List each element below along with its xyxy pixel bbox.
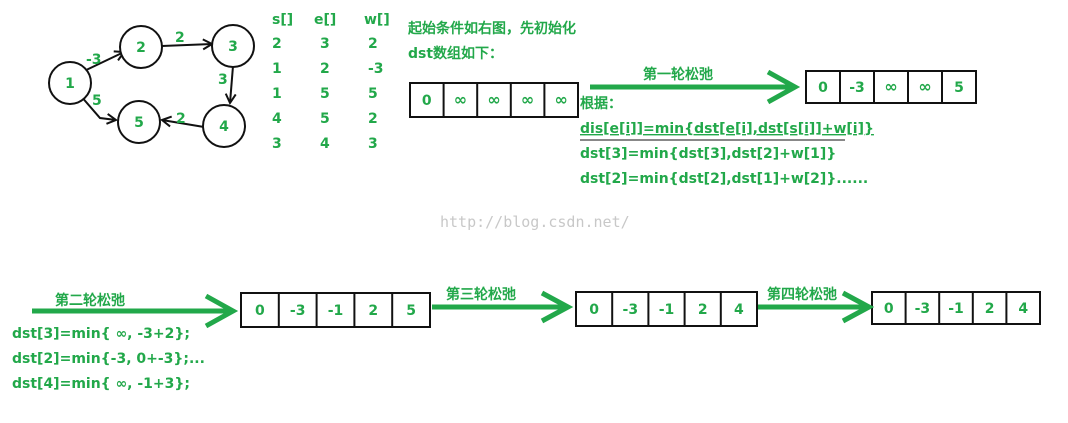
edge-table-cell: 2 — [272, 36, 282, 52]
round4-arrow — [758, 290, 875, 324]
edge-weight-4-5: 2 — [176, 111, 186, 127]
graph: -3 2 3 2 5 1 2 3 4 5 — [48, 24, 255, 148]
intro-line-2: dst数组如下： — [408, 45, 503, 62]
array-cell-value: ∞ — [454, 90, 467, 109]
array-cell-value: ∞ — [884, 77, 897, 96]
array-cell-value: 5 — [954, 80, 964, 96]
edge-table-cell: 5 — [320, 86, 330, 102]
edge-1-2 — [81, 52, 124, 73]
edge-table-cell: 4 — [320, 136, 330, 152]
round3-arrow — [432, 290, 574, 324]
round3-dst-array: 0 -3 -1 2 4 — [575, 291, 758, 327]
array-cell-value: 2 — [698, 302, 708, 318]
edge-table-cell: 1 — [272, 86, 282, 102]
array-cell-value: ∞ — [918, 77, 931, 96]
edge-table-cell: 2 — [320, 61, 330, 77]
array-cell-value: 4 — [1018, 301, 1028, 317]
node-label: 4 — [219, 119, 229, 135]
round2-note-3: dst[4]=min{ ∞, -1+3}; — [12, 376, 190, 392]
round2-arrow — [32, 293, 239, 329]
edge-weight-3-4: 3 — [218, 72, 228, 88]
edge-table-cell: 4 — [272, 111, 282, 127]
round1-arrow — [590, 69, 801, 105]
edge-table: s[] e[] w[] 2 3 2 1 2 -3 1 5 5 4 5 2 3 4… — [272, 12, 390, 152]
array-cell-value: -3 — [849, 80, 865, 96]
array-cell-value: -3 — [623, 302, 639, 318]
round2-note-1: dst[3]=min{ ∞, -3+2}; — [12, 326, 190, 342]
edge-table-cell: -3 — [368, 61, 384, 77]
node-label: 1 — [65, 76, 75, 92]
array-cell-value: -3 — [290, 303, 306, 319]
edge-table-cell: 2 — [368, 36, 378, 52]
node-label: 5 — [134, 115, 144, 131]
basis-formula-2: dst[3]=min{dst[3],dst[2]+w[1]} — [580, 146, 836, 162]
array-cell-value: 0 — [422, 93, 432, 109]
graph-node-1: 1 — [48, 61, 92, 105]
basis-label: 根据： — [580, 95, 622, 112]
edge-weight-1-5: 5 — [92, 93, 102, 109]
graph-node-5: 5 — [117, 100, 161, 144]
array-cell-value: -1 — [948, 301, 964, 317]
basis-formula-main: dis[e[i]]=min{dst[e[i],dst[s[i]]+w[i]} — [580, 121, 874, 137]
round2-label: 第二轮松弛 — [55, 292, 125, 309]
array-frame — [805, 70, 977, 104]
basis-formula-3: dst[2]=min{dst[2],dst[1]+w[2]}...... — [580, 171, 868, 187]
edge-weight-1-2: -3 — [86, 52, 102, 68]
edge-table-header-w: w[] — [364, 12, 390, 28]
round4-dst-array: 0 -3 -1 2 4 — [871, 291, 1041, 325]
watermark: http://blog.csdn.net/ — [440, 213, 630, 231]
round2-dst-array: 0 -3 -1 2 5 — [240, 292, 431, 328]
edge-table-header-s: s[] — [272, 12, 293, 28]
array-cell-value: ∞ — [555, 90, 568, 109]
array-cell-value: 2 — [368, 303, 378, 319]
round4-label: 第四轮松弛 — [767, 286, 837, 303]
edge-table-cell: 1 — [272, 61, 282, 77]
edge-table-cell: 3 — [320, 36, 330, 52]
array-cell-value: ∞ — [521, 90, 534, 109]
array-cell-value: -3 — [915, 301, 931, 317]
array-cell-value: -1 — [328, 303, 344, 319]
array-cell-value: 4 — [734, 302, 744, 318]
array-cell-value: 5 — [406, 303, 416, 319]
array-frame — [575, 291, 758, 327]
graph-node-4: 4 — [202, 104, 246, 148]
array-cell-value: 0 — [818, 80, 828, 96]
edge-table-cell: 5 — [368, 86, 378, 102]
graph-node-3: 3 — [211, 24, 255, 68]
node-label: 3 — [228, 39, 238, 55]
edge-table-cell: 2 — [368, 111, 378, 127]
edge-2-3 — [161, 44, 212, 46]
round1-dst-array: 0 -3 ∞ ∞ 5 — [805, 70, 977, 104]
initial-dst-array: 0 ∞ ∞ ∞ ∞ — [409, 82, 579, 118]
array-cell-value: ∞ — [487, 90, 500, 109]
array-frame — [240, 292, 431, 328]
edge-3-4 — [230, 65, 233, 103]
round1-label: 第一轮松弛 — [643, 66, 713, 83]
edge-4-5 — [162, 120, 205, 128]
array-frame — [409, 82, 579, 118]
node-label: 2 — [136, 40, 146, 56]
array-frame — [871, 291, 1041, 325]
intro-line-1: 起始条件如右图，先初始化 — [407, 20, 576, 37]
edge-table-cell: 5 — [320, 111, 330, 127]
edge-table-header-e: e[] — [314, 12, 336, 28]
array-cell-value: 2 — [985, 301, 995, 317]
array-cell-value: -1 — [659, 302, 675, 318]
array-cell-value: 0 — [255, 303, 265, 319]
edge-weight-2-3: 2 — [175, 30, 185, 46]
edge-table-cell: 3 — [368, 136, 378, 152]
array-cell-value: 0 — [589, 302, 599, 318]
round3-label: 第三轮松弛 — [446, 286, 516, 303]
graph-node-2: 2 — [119, 25, 163, 69]
round2-note-2: dst[2]=min{-3, 0+-3};... — [12, 351, 205, 367]
edge-1-5 — [79, 94, 116, 120]
edge-table-cell: 3 — [272, 136, 282, 152]
array-cell-value: 0 — [884, 301, 894, 317]
